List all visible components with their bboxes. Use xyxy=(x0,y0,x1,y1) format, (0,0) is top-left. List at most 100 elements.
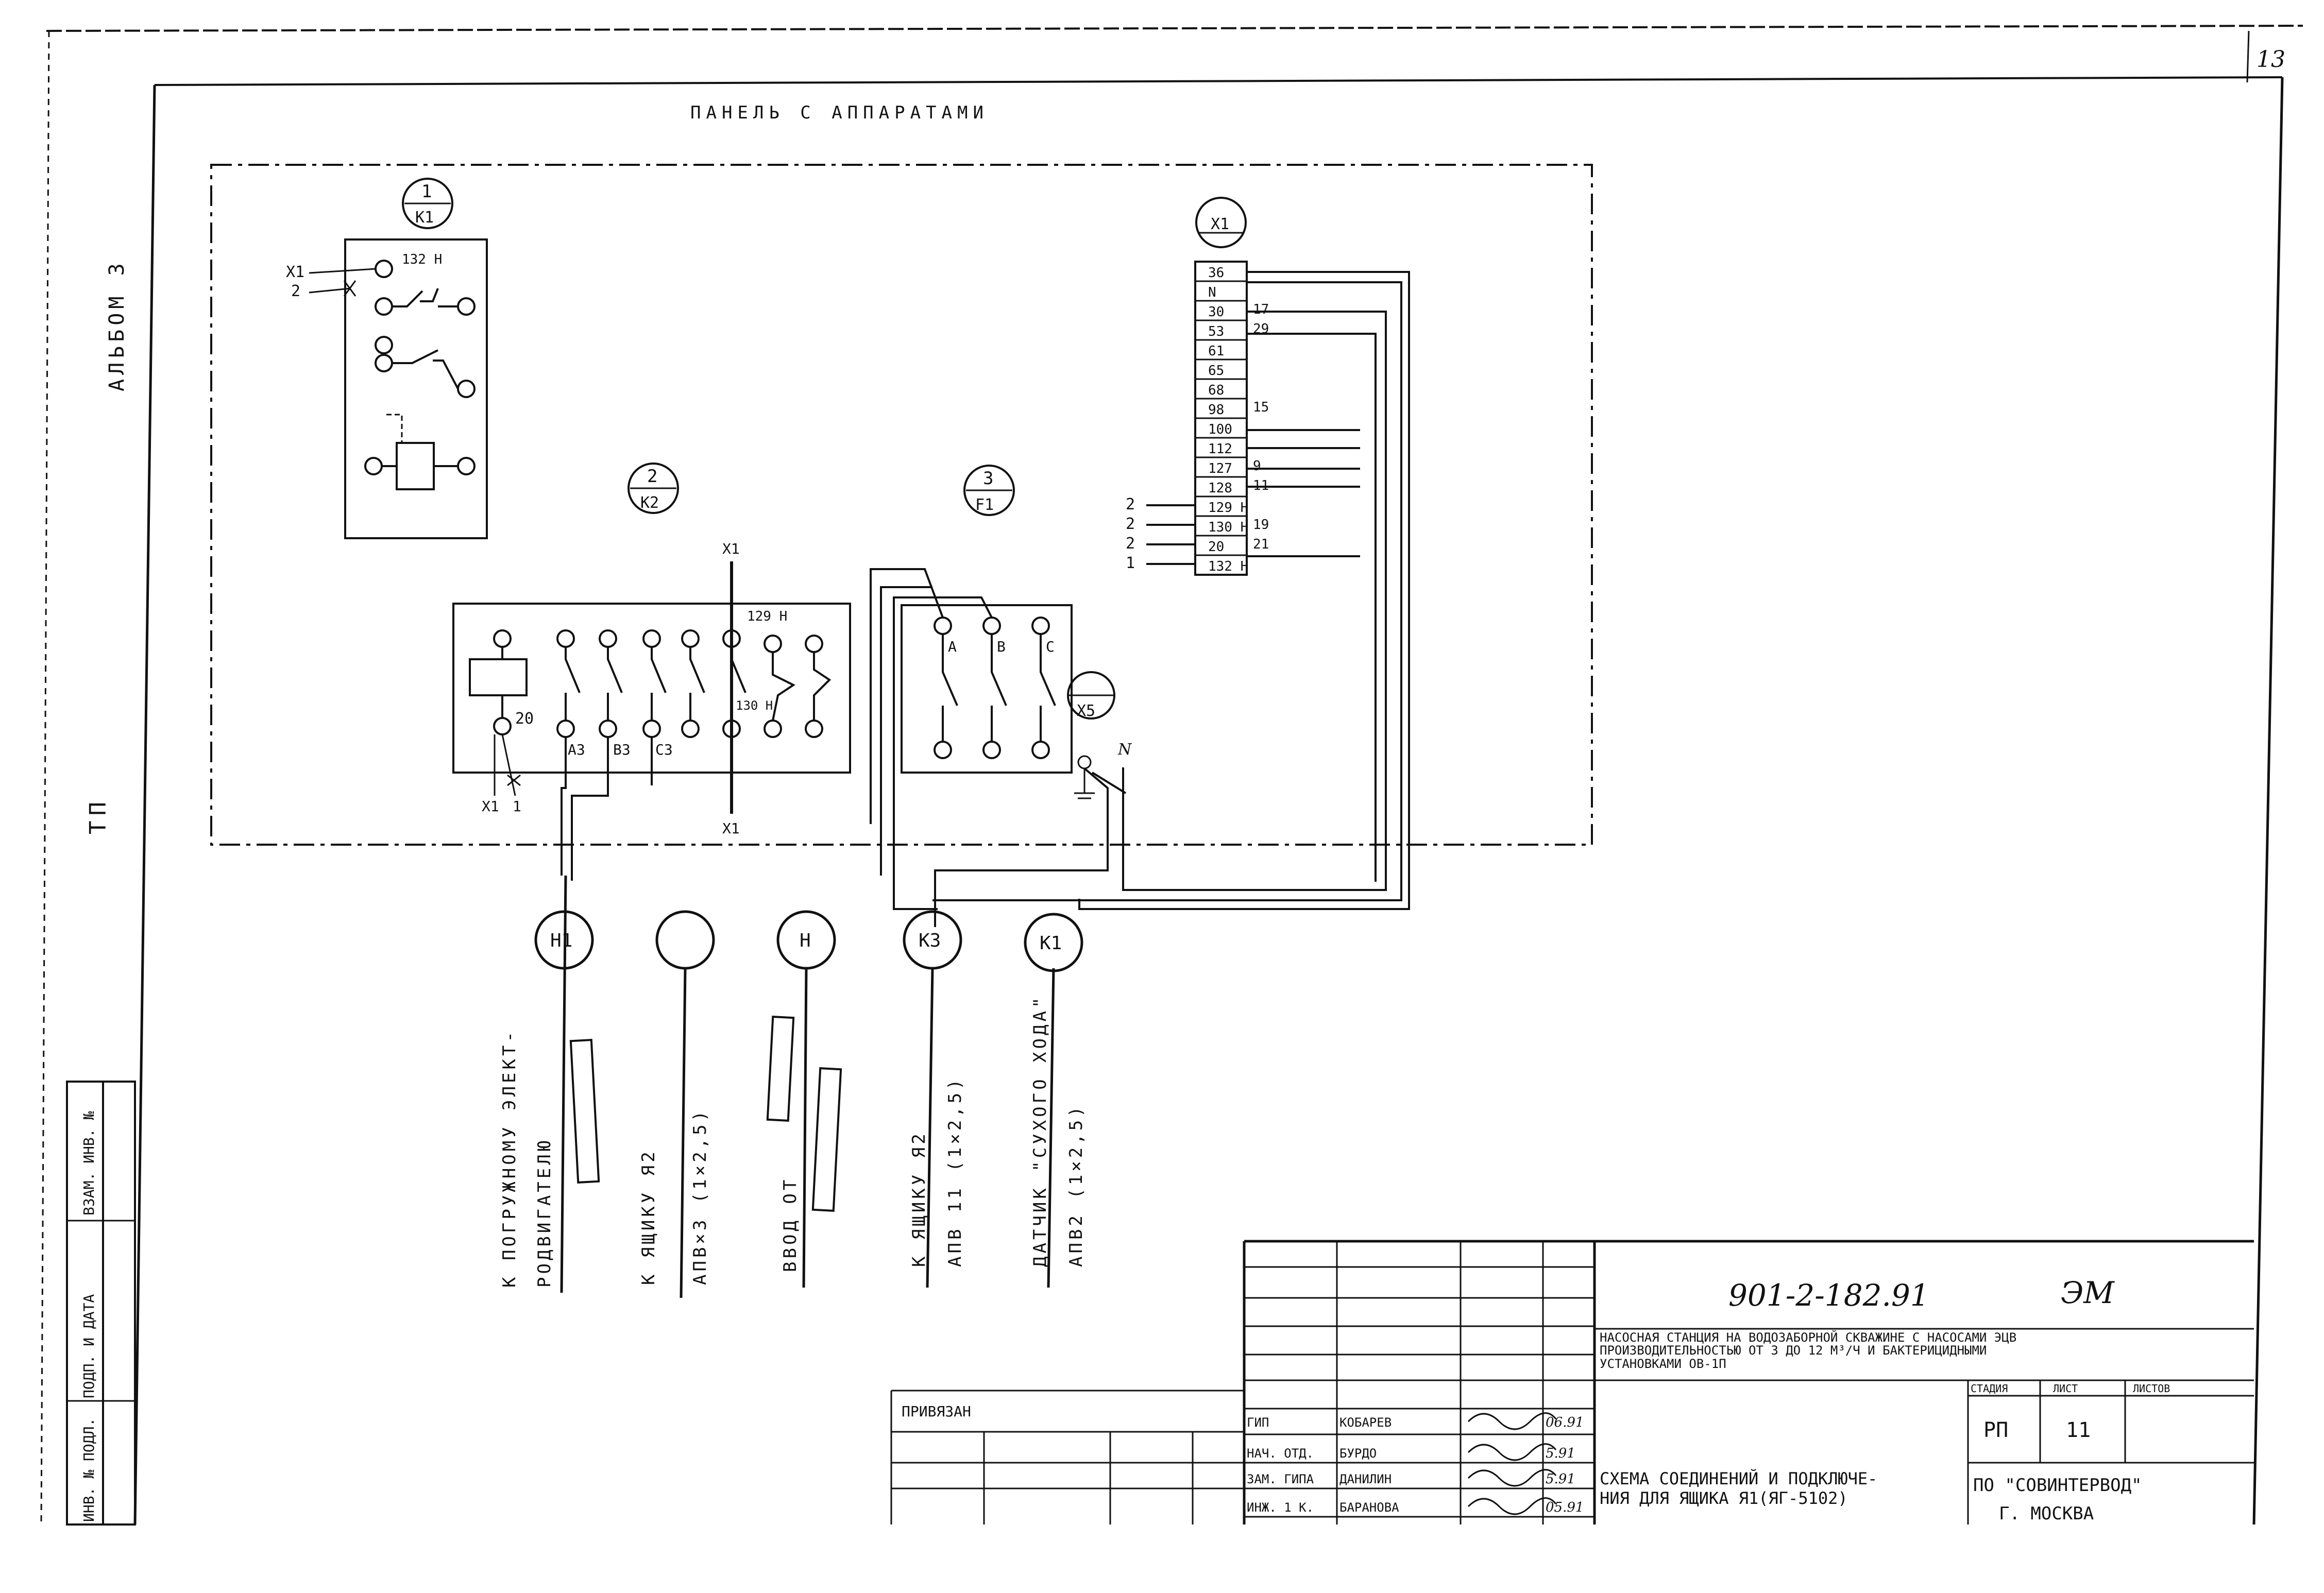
staff-date: 05.91 xyxy=(1546,1500,1584,1515)
doc-code: 901-2-182.91 xyxy=(1728,1278,1929,1313)
k2-x1-top-label: X1 xyxy=(722,540,740,557)
terminal-row-label: 30 xyxy=(1208,304,1224,320)
sheet-header: ЛИСТ xyxy=(2053,1382,2078,1395)
terminal-left-label: 1 xyxy=(1126,554,1135,572)
terminal-row-label: 61 xyxy=(1208,344,1224,359)
signature xyxy=(1467,1443,1557,1461)
sheet-corner-number: 13 xyxy=(2257,46,2285,73)
side-album-label: АЛЬБОМ 3 xyxy=(105,259,129,391)
terminal-row-label: 20 xyxy=(1208,539,1224,555)
panel-wiring xyxy=(561,271,1410,927)
org-city: Г. МОСКВА xyxy=(1999,1503,2094,1524)
device-x5: X5 N xyxy=(1067,671,1132,799)
signature xyxy=(1467,1412,1557,1430)
drawing-title-line-1: СХЕМА СОЕДИНЕНИЙ И ПОДКЛЮЧЕ- xyxy=(1600,1469,1877,1488)
x1-ref: X1 xyxy=(1211,215,1229,233)
wire-label: 19 xyxy=(1253,517,1269,533)
outputs: Н1 К ПОГРУЖНОМУ ЭЛЕКТ- РОДВИГАТЕЛЮ К ЯЩИ… xyxy=(499,875,1087,1298)
terminal-row-label: 68 xyxy=(1208,383,1224,398)
terminal-left-label: 2 xyxy=(1126,515,1135,533)
k1-ref: K1 xyxy=(415,209,434,227)
wire-label: 21 xyxy=(1253,537,1269,552)
sheets-header: ЛИСТОВ xyxy=(2133,1382,2170,1395)
side-tp-label: ТП xyxy=(85,797,111,834)
output-2-text-2: АПВ×3 (1×2,5) xyxy=(690,1108,710,1285)
stage-value: РП xyxy=(1983,1418,2008,1442)
title-block: 901-2-182.91 ЭМ НАСОСНАЯ СТАНЦИЯ НА ВОДО… xyxy=(890,1240,2254,1525)
k2-number: 2 xyxy=(647,466,657,487)
device-k1: 1 K1 X1 2 132 Н xyxy=(286,178,488,539)
stamp-vzam-inv: ВЗАМ. ИНВ. № xyxy=(80,1111,97,1215)
project-line-2: ПРОИЗВОДИТЕЛЬНОСТЬЮ ОТ 3 ДО 12 М³/Ч И БА… xyxy=(1600,1343,1987,1358)
f1-ref: F1 xyxy=(975,496,994,514)
staff-role: ИНЖ. 1 К. xyxy=(1247,1500,1314,1515)
left-stamp: ИНВ. № ПОДЛ. ПОДП. И ДАТА ВЗАМ. ИНВ. № xyxy=(66,1081,136,1526)
doc-mark: ЭМ xyxy=(2061,1275,2115,1310)
x5-ref: X5 xyxy=(1077,702,1095,720)
x5-n-label: N xyxy=(1117,741,1132,759)
staff-name: ДАНИЛИН xyxy=(1339,1472,1392,1486)
k1-132-label: 132 Н xyxy=(402,252,442,267)
staff-name: КОБАРЕВ xyxy=(1339,1415,1392,1430)
wire-label: 15 xyxy=(1253,400,1269,415)
output-k3-id: К3 xyxy=(919,930,941,951)
device-f1: 3 F1 А В С xyxy=(901,465,1073,774)
output-2: К ЯЩИКУ Я2 АПВ×3 (1×2,5) xyxy=(638,910,715,1298)
staff-date: 5.91 xyxy=(1546,1471,1575,1487)
project-line-3: УСТАНОВКАМИ ОВ-1П xyxy=(1600,1357,1726,1371)
terminal-row-label: 129 Н xyxy=(1208,500,1248,516)
staff-role: НАЧ. ОТД. xyxy=(1247,1446,1314,1461)
staff-name: БУРДО xyxy=(1339,1446,1377,1461)
output-k3-text-1: К ЯЩИКУ Я2 xyxy=(909,1130,929,1267)
output-h-text: ВВОД ОТ xyxy=(780,1177,801,1272)
terminal-row-label: 98 xyxy=(1208,402,1224,418)
terminal-row-label: 53 xyxy=(1208,324,1224,339)
staff-name: БАРАНОВА xyxy=(1339,1500,1399,1515)
output-h1-text-1: К ПОГРУЖНОМУ ЭЛЕКТ- xyxy=(499,1029,520,1288)
output-h1-id: Н1 xyxy=(550,930,572,951)
k2-a3-label: А3 xyxy=(568,741,585,758)
k2-b3-label: В3 xyxy=(613,741,631,758)
f1-b-label: В xyxy=(997,638,1006,655)
output-k1-text-1: ДАТЧИК "СУХОГО ХОДА" xyxy=(1030,995,1050,1267)
output-h-id: Н xyxy=(800,930,811,951)
terminal-row-label: 112 xyxy=(1208,441,1232,457)
k2-130-label: 130 Н xyxy=(736,698,773,713)
privyazan-label: ПРИВЯЗАН xyxy=(902,1403,971,1420)
k2-1-label: 1 xyxy=(513,798,521,815)
panel-title: ПАНЕЛЬ С АППАРАТАМИ xyxy=(690,102,989,123)
terminal-left-label: 2 xyxy=(1126,535,1135,553)
drawing-title-line-2: НИЯ ДЛЯ ЯЩИКА Я1(ЯГ-5102) xyxy=(1600,1488,1848,1508)
f1-a-label: А xyxy=(948,638,957,655)
staff-role: ЗАМ. ГИПА xyxy=(1247,1472,1314,1486)
sheet-value: 11 xyxy=(2066,1418,2091,1442)
output-k3: К3 К ЯЩИКУ Я2 АПВ 11 (1×2,5) xyxy=(903,910,965,1288)
staff-role: ГИП xyxy=(1247,1415,1269,1430)
device-k2: 2 K2 20 xyxy=(452,463,851,837)
terminal-row-label: 130 Н xyxy=(1208,520,1248,535)
output-2-text-1: К ЯЩИКУ Я2 xyxy=(638,1149,659,1285)
output-k1: К1 ДАТЧИК "СУХОГО ХОДА" АПВ2 (1×2,5) xyxy=(1024,913,1087,1288)
wire-label: 9 xyxy=(1253,458,1261,474)
f1-c-label: С xyxy=(1046,638,1055,655)
output-k1-text-2: АПВ2 (1×2,5) xyxy=(1066,1103,1087,1267)
k2-x1-left-label: X1 xyxy=(482,798,499,815)
terminal-row-label: 128 xyxy=(1208,481,1232,496)
terminal-row-label: 65 xyxy=(1208,363,1224,379)
stamp-podp-data: ПОДП. И ДАТА xyxy=(80,1294,97,1398)
panel-boundary xyxy=(210,164,1593,846)
k2-c3-label: С3 xyxy=(655,741,673,758)
terminal-row-label: 36 xyxy=(1208,265,1224,281)
wire-label: 17 xyxy=(1253,302,1269,317)
terminal-left-label: 2 xyxy=(1126,495,1135,513)
k2-x1-bottom-label: X1 xyxy=(722,820,740,837)
signature xyxy=(1467,1469,1557,1487)
terminal-row-label: 132 Н xyxy=(1208,559,1248,574)
k1-2-label: 2 xyxy=(291,282,300,300)
k2-ref: K2 xyxy=(640,494,659,512)
org-name: ПО "СОВИНТЕРВОД" xyxy=(1973,1475,2142,1496)
